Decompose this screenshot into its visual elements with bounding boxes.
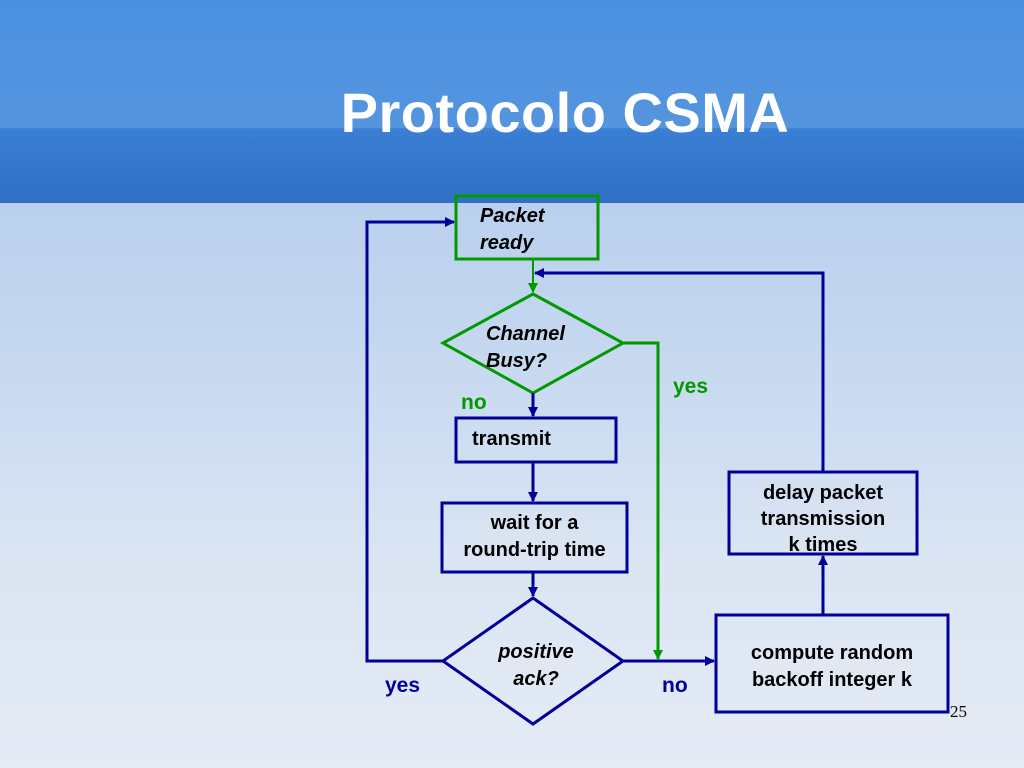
compute-box bbox=[714, 613, 950, 714]
title-band bbox=[0, 0, 1024, 203]
title-band-top bbox=[0, 0, 1024, 128]
channel-busy-label: Channel Busy? bbox=[486, 323, 565, 372]
slide-number: 25 bbox=[950, 702, 967, 721]
transmit-box bbox=[454, 416, 618, 464]
slide-title: Protocolo CSMA bbox=[340, 81, 790, 144]
compute-label: compute random backoff integer k bbox=[750, 642, 914, 691]
arrow-delay-to-channel bbox=[534, 268, 825, 472]
channel-yes-label: yes bbox=[673, 375, 709, 398]
channel-no-label: no bbox=[461, 391, 487, 414]
arrow-channel-yes bbox=[623, 341, 663, 660]
arrow-ack-yes-loop bbox=[365, 217, 455, 663]
positive-ack-label: positive ack? bbox=[498, 641, 574, 690]
packet-ready-label: Packet ready bbox=[480, 205, 545, 254]
transmit-label: transmit bbox=[472, 428, 551, 450]
ack-yes-label: yes bbox=[385, 674, 421, 697]
packet-ready-box bbox=[454, 194, 600, 261]
positive-ack-diamond bbox=[440, 596, 626, 726]
wait-label: wait for a round-trip time bbox=[463, 512, 606, 561]
ack-no-label: no bbox=[662, 674, 688, 697]
delay-label: delay packet transmission k times bbox=[760, 482, 886, 556]
